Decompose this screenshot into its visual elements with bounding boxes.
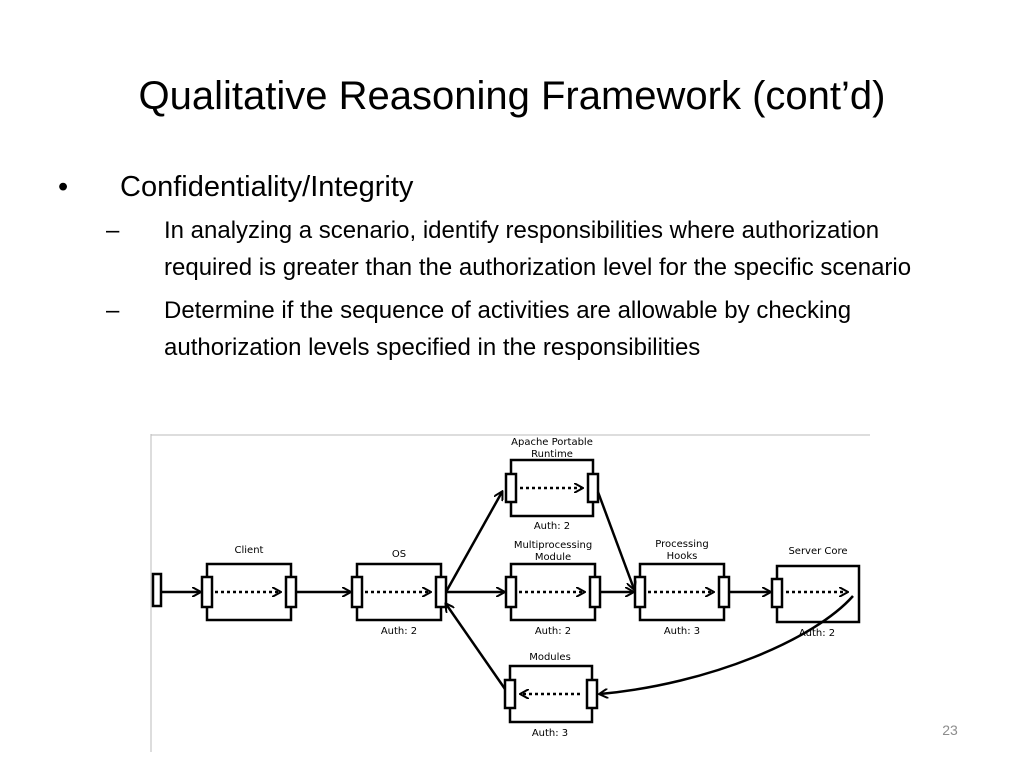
auth-label: Auth: 2 (799, 628, 835, 639)
component-name: Runtime (531, 449, 573, 460)
diagram-canvas: Client OS Auth: 2 Apache Portable Runtim… (150, 434, 870, 752)
component-name: Server Core (788, 546, 847, 557)
component-client: Client (200, 545, 298, 622)
bullet-item: • Confidentiality/Integrity (58, 168, 958, 206)
component-os: OS Auth: 2 (350, 549, 448, 637)
bullet-marker: • (58, 171, 69, 203)
component-name: OS (392, 549, 406, 560)
component-apache-portable-runtime: Apache Portable Runtime Auth: 2 (504, 437, 600, 532)
auth-label: Auth: 2 (381, 626, 417, 637)
sub-bullet-marker: – (106, 297, 120, 324)
component-name: Modules (529, 652, 571, 663)
component-name: Client (235, 545, 264, 556)
component-name: Hooks (667, 551, 698, 562)
component-name: Apache Portable (511, 437, 593, 448)
sub-bullet-item: – Determine if the sequence of activitie… (106, 292, 958, 366)
path-start-bar (151, 572, 163, 608)
component-name: Processing (655, 539, 708, 550)
bullet-text: Confidentiality/Integrity (120, 171, 414, 203)
auth-label: Auth: 2 (535, 626, 571, 637)
component-name: Module (535, 552, 571, 563)
auth-label: Auth: 2 (534, 521, 570, 532)
component-modules: Modules Auth: 3 (503, 652, 599, 739)
use-case-map-diagram: Client OS Auth: 2 Apache Portable Runtim… (150, 434, 870, 752)
sub-bullet-marker: – (106, 217, 120, 244)
sub-bullet-item: – In analyzing a scenario, identify resp… (106, 212, 958, 286)
path-connectors (161, 492, 854, 694)
bullet-list: • Confidentiality/Integrity – In analyzi… (58, 168, 958, 366)
responsibility-bar (284, 575, 298, 609)
component-multiprocessing-module: Multiprocessing Module Auth: 2 (504, 540, 602, 637)
component-name: Multiprocessing (514, 540, 592, 551)
responsibility-bar (200, 575, 214, 609)
page-number: 23 (942, 722, 958, 738)
sub-bullet-text: Determine if the sequence of activities … (164, 297, 852, 361)
auth-label: Auth: 3 (664, 626, 700, 637)
component-processing-hooks: Processing Hooks Auth: 3 (633, 539, 731, 637)
component-server-core: Server Core Auth: 2 (770, 546, 861, 639)
slide-title: Qualitative Reasoning Framework (cont’d) (138, 74, 886, 118)
auth-label: Auth: 3 (532, 728, 568, 739)
sub-bullet-text: In analyzing a scenario, identify respon… (164, 217, 912, 281)
